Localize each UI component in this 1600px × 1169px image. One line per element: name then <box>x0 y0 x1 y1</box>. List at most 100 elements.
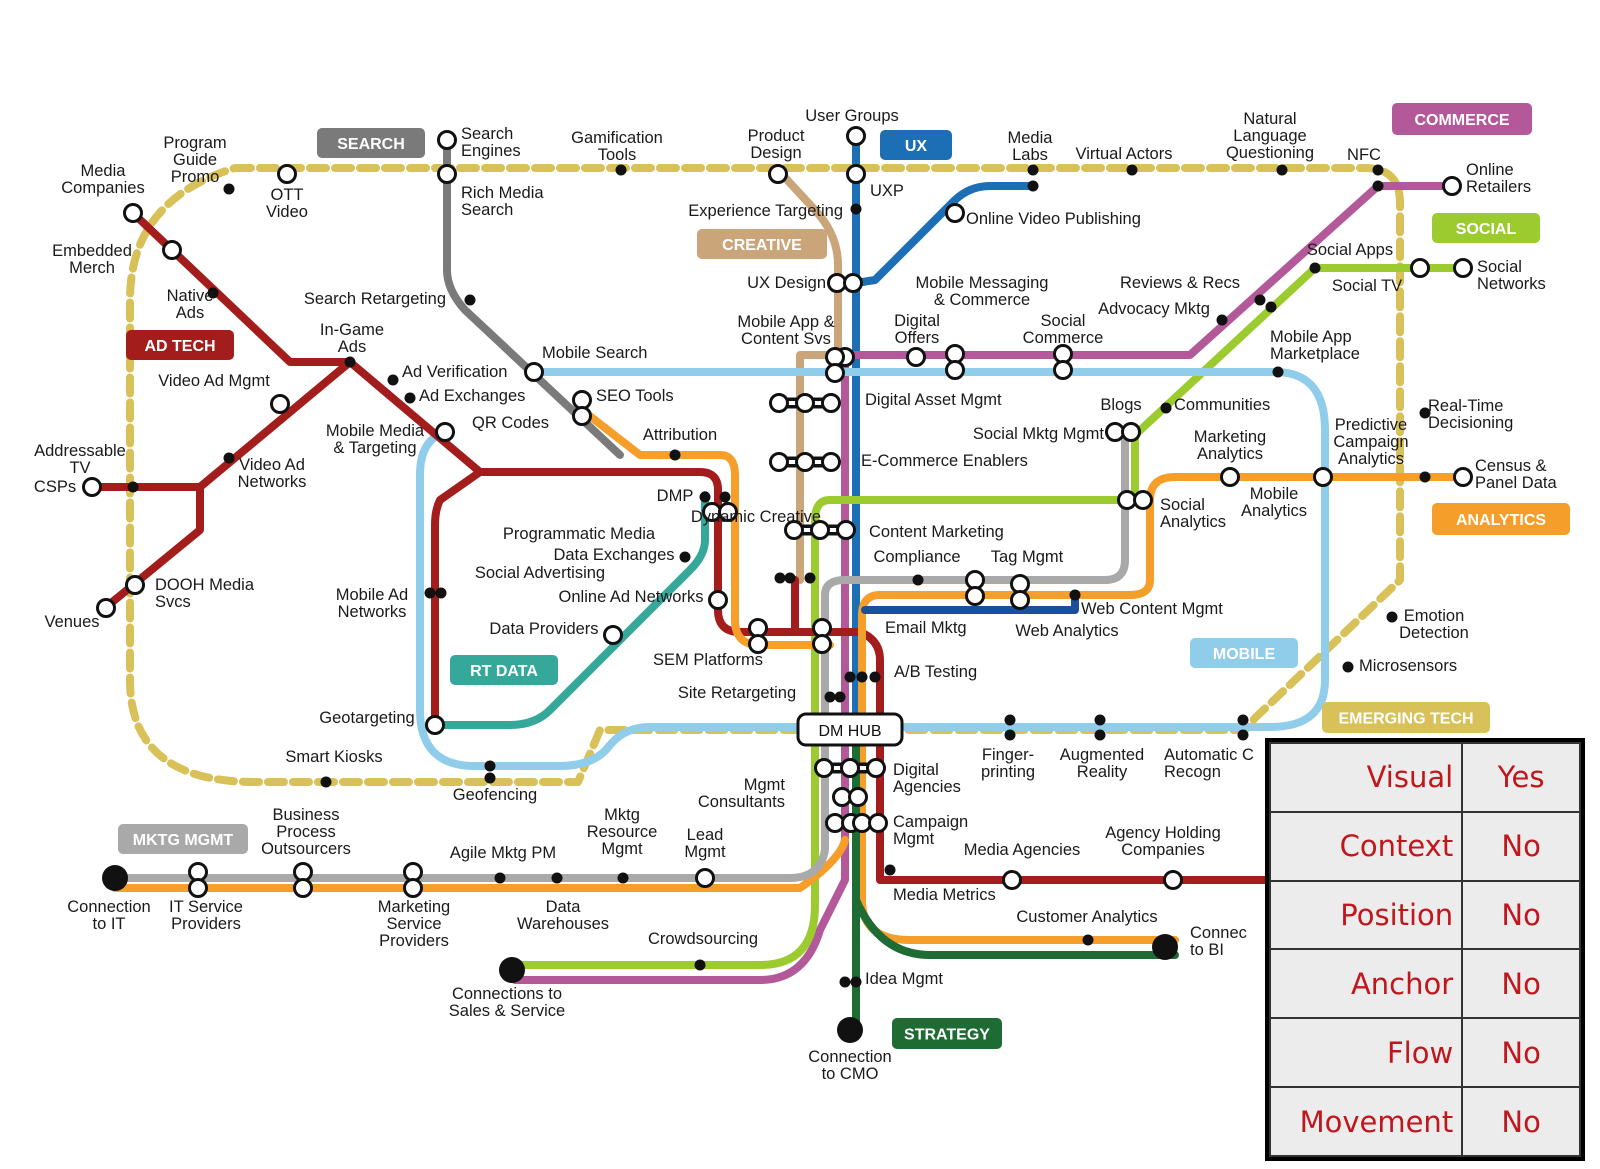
station-dot <box>127 481 139 493</box>
legend-key: Movement <box>1268 1086 1464 1157</box>
label-web-analytics: Web Analytics <box>1015 622 1118 640</box>
label-nfc: NFC <box>1347 146 1381 164</box>
label-dynamic-creative: Dynamic Creative <box>691 508 821 526</box>
station-dot <box>223 183 235 195</box>
label-advocacy: Advocacy Mktg <box>1098 300 1210 318</box>
station-dot <box>1094 714 1106 726</box>
label-ux-design: UX Design <box>747 274 826 292</box>
label-digital-asset: Digital Asset Mgmt <box>865 391 1002 409</box>
legend-value: No <box>1461 1086 1581 1157</box>
legend-value: No <box>1461 879 1581 951</box>
station-dot <box>1027 164 1039 176</box>
line-analytics-3 <box>111 836 849 892</box>
line-ux-branch <box>852 182 1037 287</box>
terminal-station <box>102 865 128 891</box>
line-adtech-2 <box>88 483 204 612</box>
label-seo-tools: SEO Tools <box>596 387 674 405</box>
station-open <box>945 203 965 223</box>
station-dot <box>1342 661 1354 673</box>
station-dot <box>850 976 862 988</box>
badge-adtech: AD TECH <box>126 330 234 360</box>
interchange-station <box>1053 344 1073 380</box>
label-data-exchanges: Data Exchanges <box>553 546 674 564</box>
line-creative <box>774 166 842 584</box>
badge-label-search: SEARCH <box>337 136 405 153</box>
label-data-providers: Data Providers <box>489 620 598 638</box>
badge-label-rtdata: RT DATA <box>470 663 538 680</box>
terminal-station <box>1152 934 1178 960</box>
label-communities: Communities <box>1174 396 1270 414</box>
station-open <box>82 477 102 497</box>
station-dot <box>804 572 816 584</box>
line-adtech <box>129 209 794 636</box>
label-user-groups: User Groups <box>805 107 899 125</box>
station-dot <box>387 374 399 386</box>
station-dot <box>484 772 496 784</box>
line-strategy-2 <box>852 896 1179 959</box>
station-open <box>1442 176 1462 196</box>
label-microsensors: Microsensors <box>1359 657 1457 675</box>
label-agile: Agile Mktg PM <box>450 844 556 862</box>
station-dot <box>699 491 711 503</box>
label-crowdsourcing: Crowdsourcing <box>648 930 758 948</box>
label-content-marketing: Content Marketing <box>869 523 1004 541</box>
station-dot <box>850 203 862 215</box>
badge-rtdata: RT DATA <box>450 655 558 685</box>
label-media-agencies: Media Agencies <box>964 841 1081 859</box>
station-open <box>1163 870 1183 890</box>
interchange-station <box>1010 574 1030 610</box>
label-web-content: Web Content Mgmt <box>1081 600 1223 618</box>
terminal-station <box>499 957 525 983</box>
station-open <box>437 164 457 184</box>
station-open <box>1002 870 1022 890</box>
station-dot <box>1419 407 1431 419</box>
interchange-station <box>832 787 868 807</box>
interchange-station <box>748 618 768 654</box>
station-dot <box>869 671 881 683</box>
line-mobile <box>416 368 1329 770</box>
badge-emerging: EMERGING TECH <box>1322 702 1490 733</box>
station-open <box>277 164 297 184</box>
interchange-station <box>814 758 886 778</box>
station-open <box>425 715 445 735</box>
label-fingerprinting: Finger-printing <box>981 746 1035 781</box>
station-dot <box>424 587 436 599</box>
badge-strategy: STRATEGY <box>892 1018 1002 1049</box>
station-open <box>437 130 457 150</box>
label-social-mktg-mgmt: Social Mktg Mgmt <box>973 425 1105 443</box>
label-programmatic: Programmatic Media <box>503 525 656 543</box>
station-open <box>524 362 544 382</box>
label-sem: SEM Platforms <box>653 651 763 669</box>
label-virtual-actors: Virtual Actors <box>1076 145 1173 163</box>
label-online-ad-networks: Online Ad Networks <box>559 588 704 606</box>
station-dot <box>1372 180 1384 192</box>
station-dot <box>1237 714 1249 726</box>
interchange-station <box>945 344 965 380</box>
line-adtech-3 <box>196 358 354 491</box>
badge-label-creative: CREATIVE <box>722 237 802 254</box>
station-dot <box>1272 366 1284 378</box>
station-dot <box>824 691 836 703</box>
station-open <box>1313 467 1333 487</box>
